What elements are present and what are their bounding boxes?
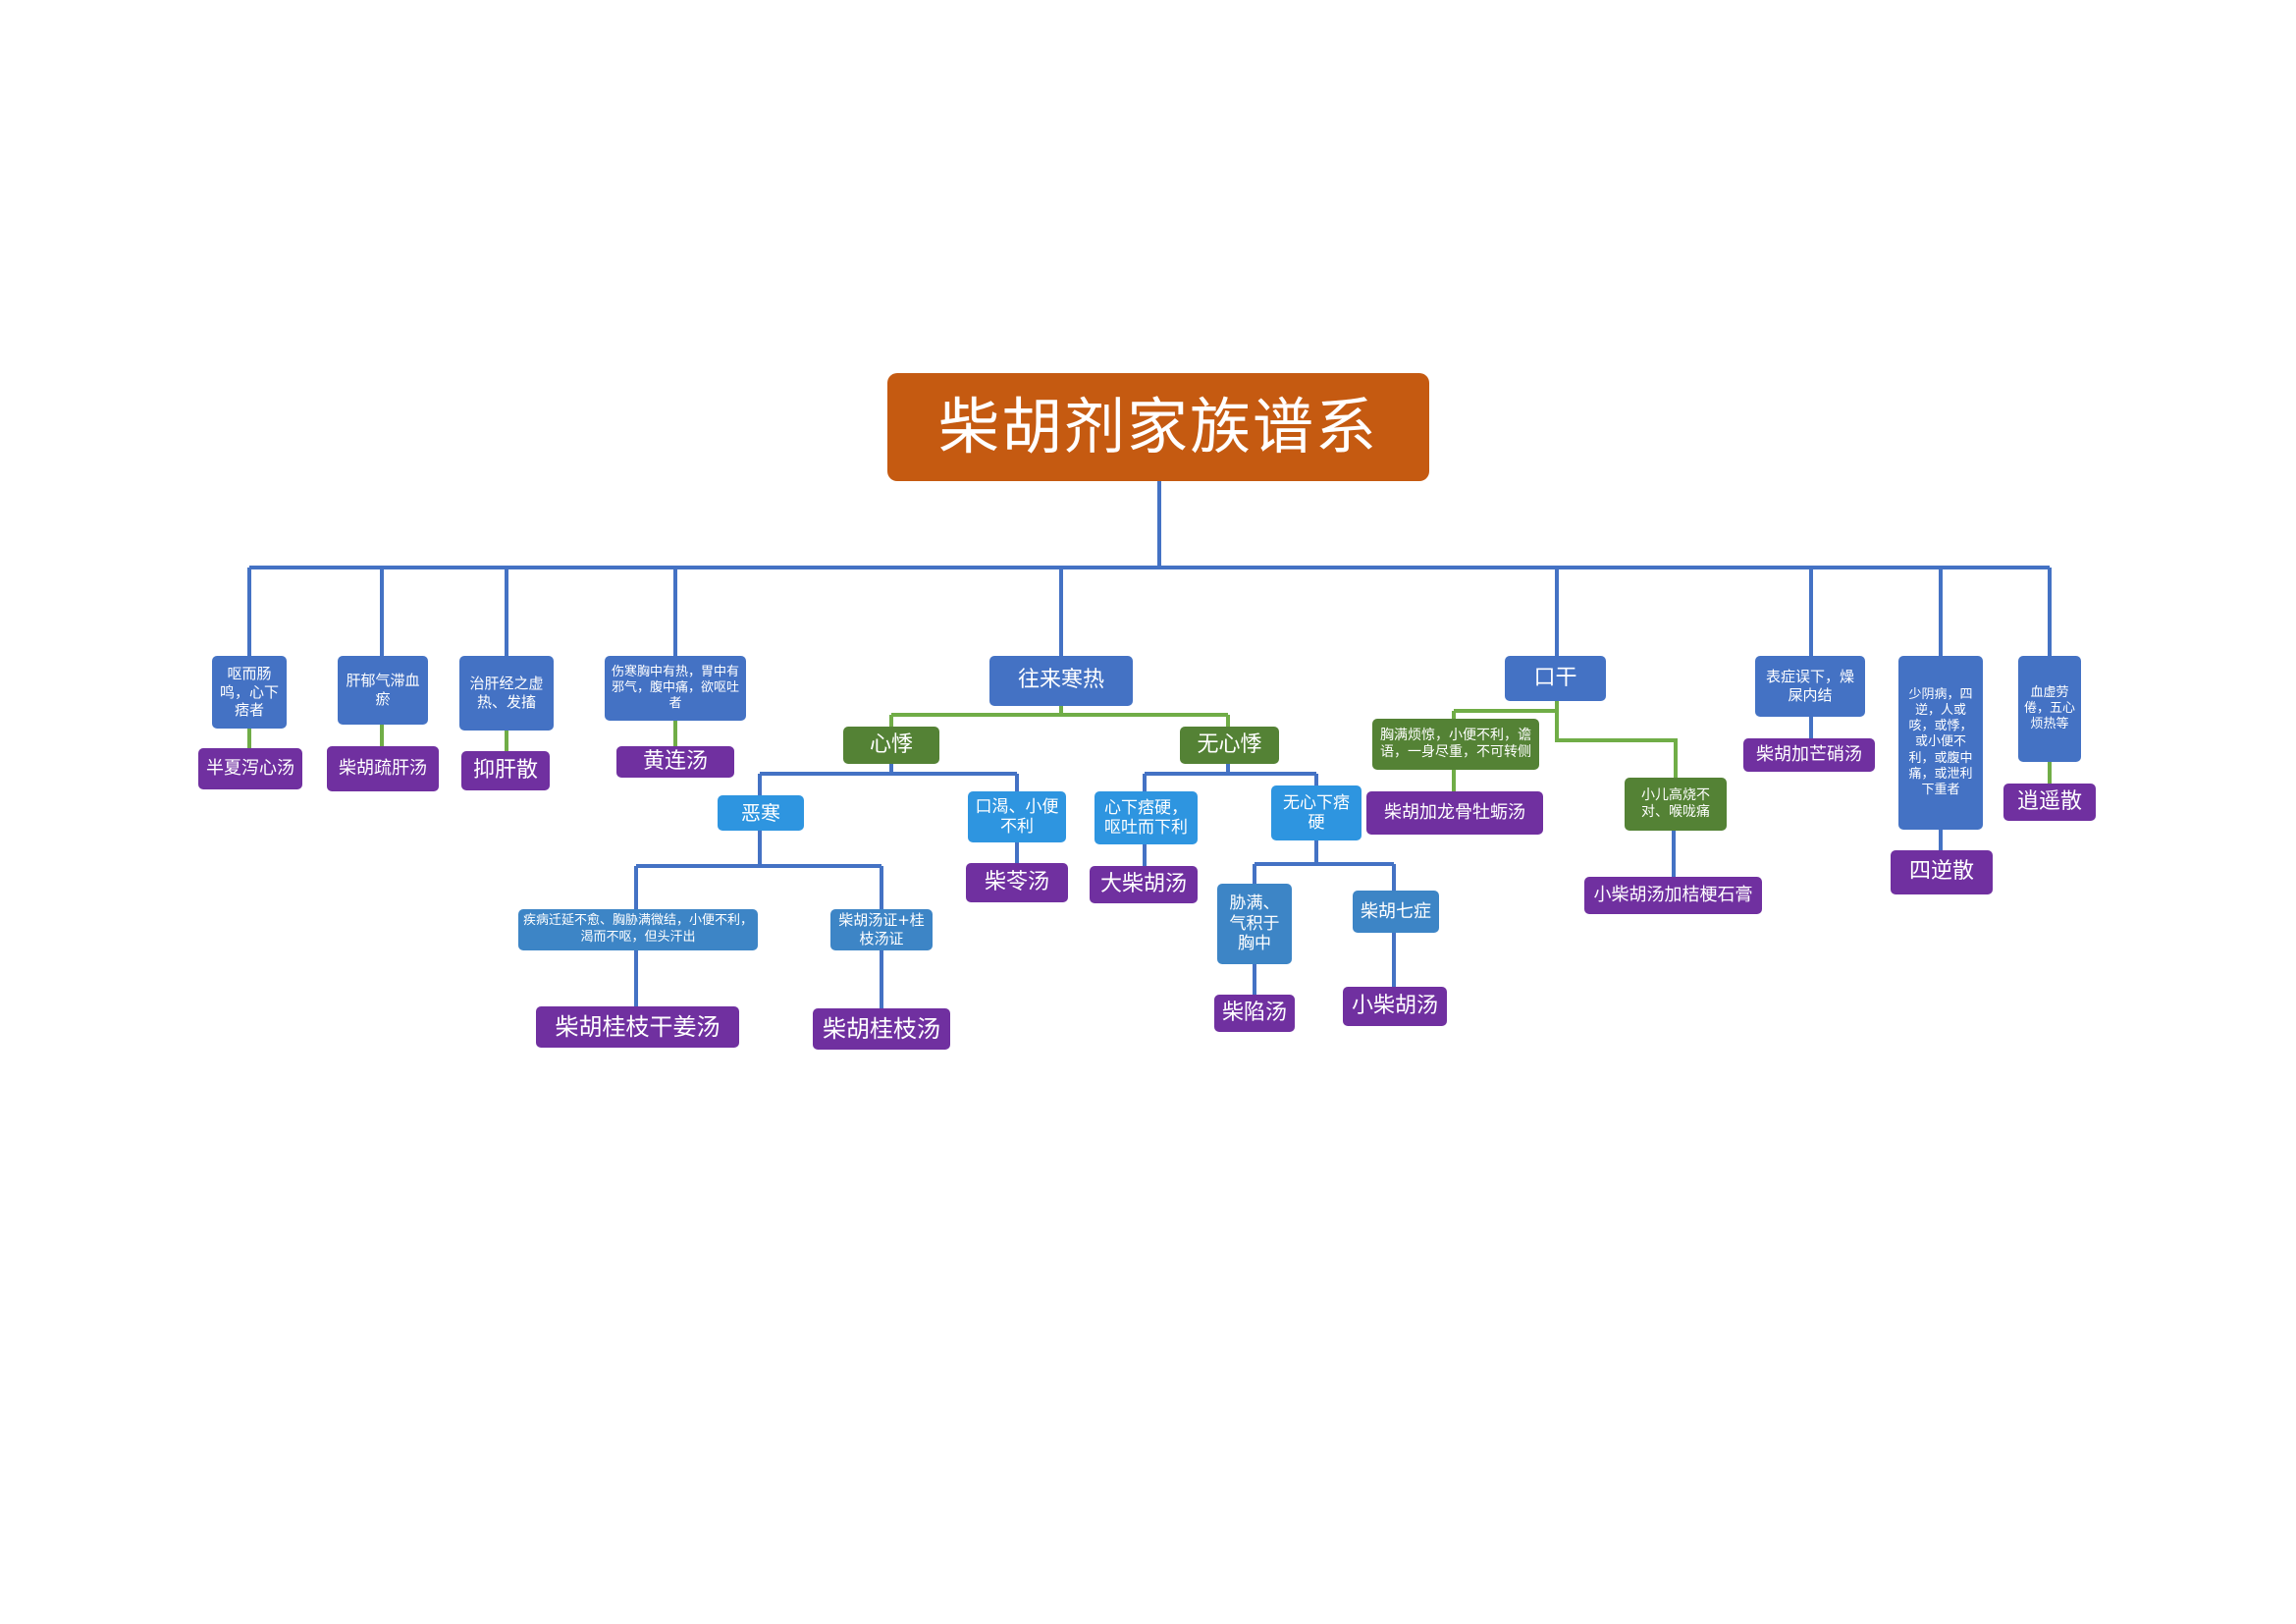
category-biao-zheng-wu-xia: 表症误下，燥屎内结 [1755,656,1865,717]
category-xue-xu-lao-juan: 血虚劳倦，五心烦热等 [2018,656,2081,762]
category-kou-gan: 口干 [1505,656,1606,701]
connector-wuhan [634,831,883,909]
formula-si-ni-san: 四逆散 [1891,850,1993,894]
branch-chai-hu-qi-zheng: 柴胡七症 [1353,891,1439,933]
category-gan-jing-xu-re: 治肝经之虚热、发搐 [459,656,554,731]
formula-da-chai-hu-tang: 大柴胡汤 [1090,866,1198,903]
formula-huang-lian-tang: 黄连汤 [616,746,734,778]
branch-xiao-er-gao-shao: 小儿高烧不对、喉咙痛 [1625,778,1727,831]
branch-ji-bing-qian-yan: 疾病迁延不愈、胸胁满微结，小便不利，渴而不呕，但头汗出 [518,909,758,950]
branch-wu-xin-ji: 无心悸 [1180,727,1279,764]
formula-yi-gan-san: 抑肝散 [461,751,550,790]
branch-wu-xin-xia-pi-ying: 无心下痞硬 [1271,785,1362,840]
formula-xiao-chai-hu-jia-jie-geng-shi-gao: 小柴胡汤加桔梗石膏 [1584,877,1762,914]
formula-xiao-yao-san: 逍遥散 [2003,784,2096,821]
branch-xiong-man-fan-jing: 胸满烦惊，小便不利，谵语，一身尽重，不可转侧 [1372,719,1539,770]
category-shao-yin-bing: 少阴病，四逆，人或咳，或悸，或小便不利，或腹中痛，或泄利下重者 [1898,656,1983,830]
connector-wuxinxiapiying [1253,840,1396,891]
category-shang-han-xiong-re: 伤寒胸中有热，胃中有邪气，腹中痛，欲呕吐者 [605,656,746,721]
connector-xinji [758,764,1019,795]
formula-chai-ling-tang: 柴苓汤 [966,863,1068,902]
formula-chai-hu-gui-zhi-gan-jiang-tang: 柴胡桂枝干姜汤 [536,1006,739,1048]
formula-chai-hu-gui-zhi-tang: 柴胡桂枝汤 [813,1008,950,1050]
formula-chai-xian-tang: 柴陷汤 [1214,995,1295,1032]
branch-xie-man-qi-ji: 胁满、气积于胸中 [1217,884,1292,964]
branch-xin-xia-pi-ying: 心下痞硬，呕吐而下利 [1095,791,1198,844]
branch-kou-ke: 口渴、小便不利 [968,791,1066,842]
connector-c6-branches [1452,701,1678,778]
branch-wu-han: 恶寒 [718,795,804,831]
connector-c5-branches [889,706,1230,727]
category-ou-er-chang-ming: 呕而肠鸣，心下痞者 [212,656,287,729]
formula-chai-hu-jia-long-gu-mu-li-tang: 柴胡加龙骨牡蛎汤 [1366,791,1543,835]
category-gan-yu-qi-zhi: 肝郁气滞血瘀 [338,656,428,725]
formula-xiao-chai-hu-tang: 小柴胡汤 [1343,987,1447,1026]
branch-xin-ji: 心悸 [843,727,939,764]
branch-chai-hu-tang-zheng: 柴胡汤证+桂枝汤证 [830,909,933,950]
diagram-title: 柴胡剂家族谱系 [887,373,1429,481]
formula-ban-xia-xie-xin-tang: 半夏泻心汤 [198,748,302,789]
formula-chai-hu-shu-gan-tang: 柴胡疏肝汤 [327,746,439,791]
formula-chai-hu-jia-mang-xiao-tang: 柴胡加芒硝汤 [1743,738,1875,772]
category-wang-lai-han-re: 往来寒热 [989,656,1133,706]
connector-wuxinji [1143,764,1318,795]
